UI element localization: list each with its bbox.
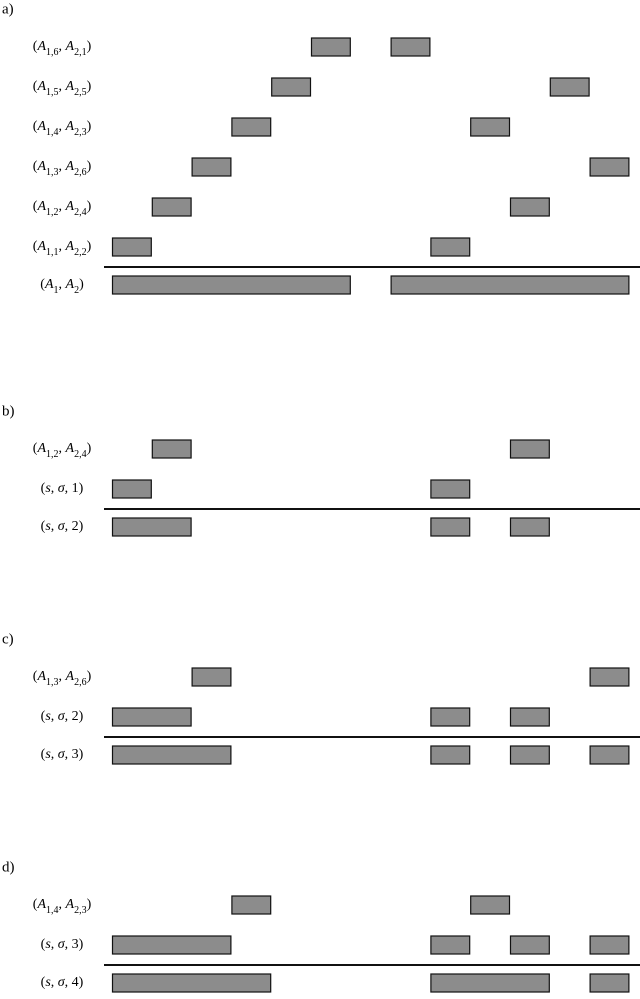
panel-c-result-label: (s, σ, 3) [41, 747, 84, 762]
panel-b-row-2-label: (s, σ, 1) [41, 481, 84, 496]
panel-d-row-2-interval-2 [430, 935, 471, 955]
panel-b-row-1-interval-1 [151, 439, 192, 459]
panel-a-row-2-interval-2 [549, 77, 590, 97]
panel-c-result-interval-1 [111, 745, 232, 765]
panel-c-row-2-interval-3 [509, 707, 550, 727]
panel-a-row-4-interval-2 [589, 157, 630, 177]
panel-a-label: a) [2, 1, 14, 17]
panel-a-row-5-label: (A1,2, A2,4) [33, 199, 92, 218]
panel-c-result-interval-2 [430, 745, 471, 765]
panel-b-row-1-interval-2 [509, 439, 550, 459]
panel-a-row-3-interval-2 [470, 117, 511, 137]
panel-c-row-1-interval-1 [191, 667, 232, 687]
panel-d-row-2-interval-4 [589, 935, 630, 955]
panel-b-row-1-label: (A1,2, A2,4) [33, 441, 92, 460]
panel-a-row-2-interval-1 [271, 77, 312, 97]
panel-a-result-interval-2 [390, 275, 630, 295]
panel-a-result-label: (A1, A2) [40, 277, 84, 296]
panel-a-row-2-label: (A1,5, A2,5) [33, 79, 92, 98]
panel-c-result-interval-4 [589, 745, 630, 765]
panel-a-row-3-label: (A1,4, A2,3) [33, 119, 92, 138]
panel-d-row-2-interval-1 [111, 935, 232, 955]
panel-d-result-interval-3 [589, 973, 630, 993]
panel-a-row-3-interval-1 [231, 117, 272, 137]
panel-a-row-4-label: (A1,3, A2,6) [33, 159, 92, 178]
panel-c-row-2-interval-2 [430, 707, 471, 727]
panel-d-row-2-interval-3 [509, 935, 550, 955]
panel-b-label: b) [2, 403, 15, 419]
panel-b-row-2-interval-2 [430, 479, 471, 499]
panel-b-result-interval-2 [430, 517, 471, 537]
panel-a-row-1-label: (A1,6, A2,1) [33, 39, 92, 58]
panel-c-label: c) [2, 631, 14, 647]
panel-a-row-5-interval-1 [151, 197, 192, 217]
panel-d-result-interval-2 [430, 973, 550, 993]
panel-d-row-2-label: (s, σ, 3) [41, 937, 84, 952]
panel-c-result-interval-3 [509, 745, 550, 765]
panel-b-result-label: (s, σ, 2) [41, 519, 84, 534]
panel-a-row-6-interval-1 [111, 237, 152, 257]
panel-d-result-label: (s, σ, 4) [41, 975, 84, 990]
panel-d-result-interval-1 [111, 973, 272, 993]
panel-a-row-6-label: (A1,1, A2,2) [33, 239, 92, 258]
panel-b-result-interval-3 [509, 517, 550, 537]
panel-c-row-1-interval-2 [589, 667, 630, 687]
panel-c-row-2-interval-1 [111, 707, 192, 727]
panel-d-row-1-interval-1 [231, 895, 272, 915]
panel-d-row-1-interval-2 [470, 895, 511, 915]
panel-a-row-6-interval-2 [430, 237, 471, 257]
panel-a-row-1-interval-2 [390, 37, 431, 57]
panel-a-row-5-interval-2 [509, 197, 550, 217]
panel-b-result-interval-1 [111, 517, 192, 537]
panel-d-label: d) [2, 859, 15, 875]
panel-c-row-1-label: (A1,3, A2,6) [33, 669, 92, 688]
panel-a-result-interval-1 [111, 275, 351, 295]
panel-c-row-2-label: (s, σ, 2) [41, 709, 84, 724]
panel-b-row-2-interval-1 [111, 479, 152, 499]
panel-a-row-1-interval-1 [310, 37, 351, 57]
panel-a-row-4-interval-1 [191, 157, 232, 177]
panel-d-row-1-label: (A1,4, A2,3) [33, 897, 92, 916]
